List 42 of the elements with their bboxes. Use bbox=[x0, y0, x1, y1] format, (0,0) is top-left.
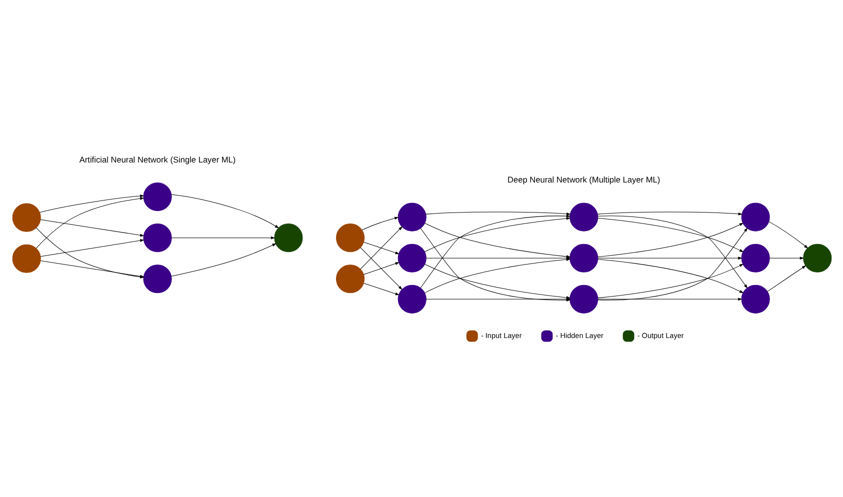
arrow bbox=[362, 262, 399, 275]
arrow bbox=[170, 236, 275, 240]
arrow bbox=[362, 242, 399, 254]
arrow bbox=[362, 282, 399, 296]
label: Artificial Neural Network (Single Layer ML) bbox=[78, 154, 236, 164]
arrow bbox=[597, 258, 744, 294]
node-circle bbox=[569, 244, 598, 272]
arrow bbox=[360, 226, 402, 270]
arrow bbox=[597, 218, 744, 252]
label: Deep Neural Network (Multiple Layer ML) bbox=[507, 174, 660, 185]
arrow bbox=[170, 194, 279, 228]
arrow bbox=[40, 239, 144, 257]
arrow bbox=[361, 216, 398, 230]
node-circle bbox=[569, 202, 598, 232]
node-circle bbox=[142, 224, 172, 252]
arrow bbox=[40, 219, 144, 237]
arrow bbox=[597, 216, 748, 288]
arrow bbox=[35, 197, 144, 248]
arrow bbox=[597, 222, 744, 258]
arrow bbox=[597, 228, 748, 300]
arrow bbox=[424, 258, 570, 294]
node-circle bbox=[12, 244, 40, 273]
arrow bbox=[170, 243, 276, 276]
arrow bbox=[360, 247, 402, 290]
node-circle bbox=[12, 203, 40, 232]
arrow bbox=[768, 256, 804, 260]
node-circle bbox=[336, 224, 364, 252]
arrow bbox=[597, 298, 742, 301]
arrow bbox=[424, 217, 570, 252]
node-circle bbox=[569, 284, 598, 314]
arrow bbox=[39, 194, 144, 213]
arrow bbox=[768, 221, 808, 249]
node-circle bbox=[142, 182, 172, 212]
node-circle bbox=[397, 244, 426, 272]
arrow bbox=[597, 264, 744, 298]
arrow bbox=[597, 256, 742, 260]
arrow bbox=[766, 265, 806, 292]
node-circle bbox=[336, 264, 364, 294]
node-circle bbox=[740, 244, 770, 272]
node-circle bbox=[142, 264, 172, 294]
arrow bbox=[596, 212, 742, 216]
arrow bbox=[425, 212, 570, 216]
